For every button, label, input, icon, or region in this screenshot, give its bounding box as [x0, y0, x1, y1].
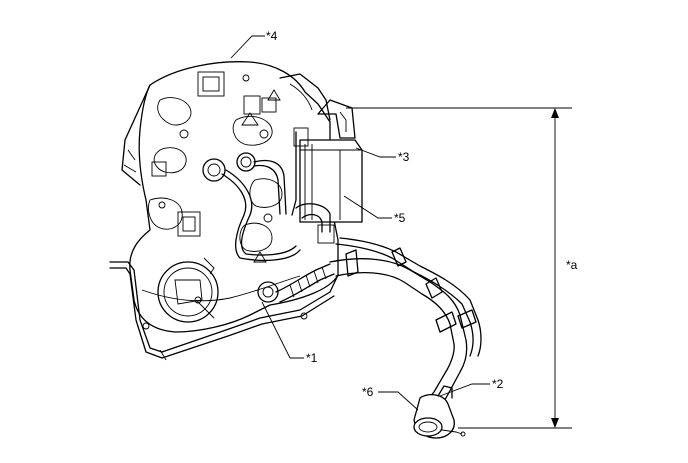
callout-5: *5	[394, 211, 406, 225]
fuel-line	[109, 261, 339, 361]
callout-a: *a	[566, 258, 578, 272]
leader-lines	[230, 35, 490, 411]
callout-4: *4	[266, 29, 278, 43]
fuel-pump-gauge	[157, 257, 219, 323]
height-dimension	[346, 107, 572, 429]
charcoal-canister	[291, 99, 363, 244]
fuel-inlet-neck	[413, 385, 466, 439]
fuel-inlet-pipe	[275, 237, 482, 413]
callout-1: *1	[306, 351, 318, 365]
callout-6: *6	[362, 385, 374, 399]
tank-ports	[202, 152, 279, 303]
vapor-hoses	[221, 159, 301, 262]
callout-2: *2	[492, 377, 504, 391]
fuel-tank	[121, 61, 339, 333]
callout-3: *3	[398, 150, 410, 164]
